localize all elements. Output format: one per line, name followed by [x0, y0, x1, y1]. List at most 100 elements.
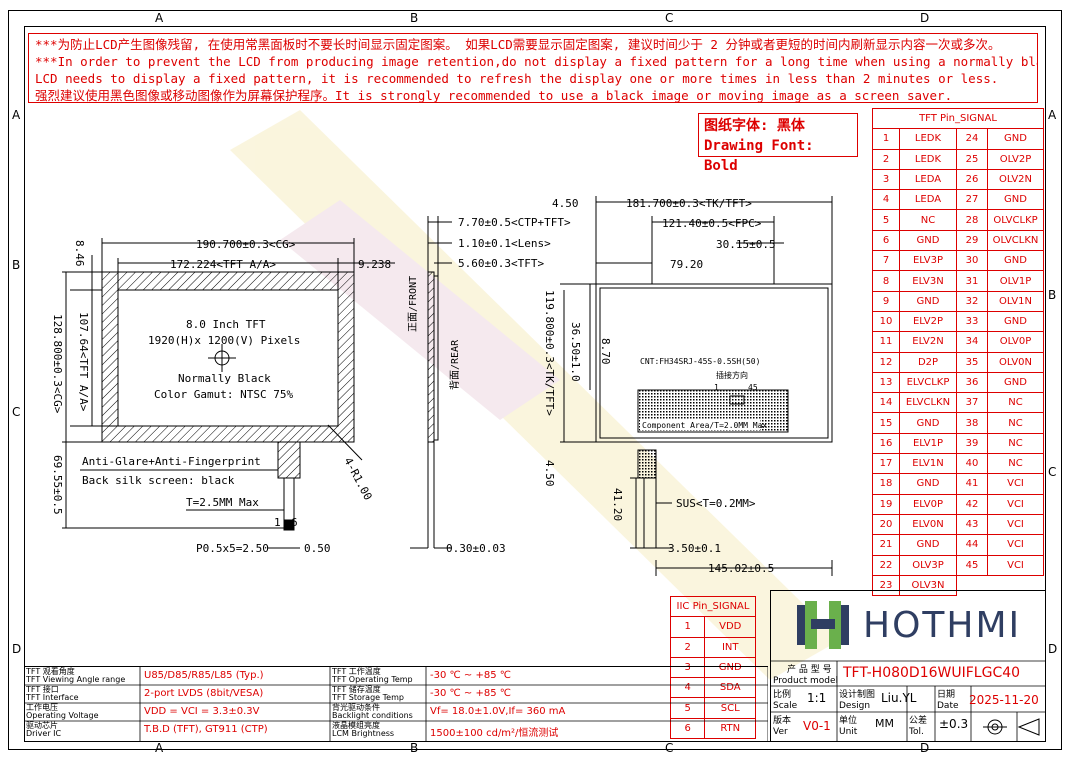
connector-pin1: 1 [714, 383, 719, 392]
row-c-right: C [1048, 465, 1057, 479]
pin-number: 22 [872, 554, 900, 576]
pin-number: 39 [956, 432, 988, 455]
pin-signal: OLVCLKN [987, 229, 1044, 252]
pin-signal: VCI [987, 473, 1044, 495]
fpc-pin-b: 6 [291, 516, 298, 529]
rear-dim-3650: 36.50±1.0 [569, 322, 582, 382]
pin-signal: NC [987, 412, 1044, 434]
pin-signal: OLV2P [987, 148, 1044, 170]
fpc-pin-a: 1 [274, 516, 281, 529]
pin-number: 26 [956, 168, 988, 191]
pin-signal: OLV3P [899, 554, 957, 576]
pin-signal: ELV2N [899, 331, 957, 353]
spec-value: -30 ℃ ~ +85 ℃ [430, 688, 511, 699]
date-value: 2025-11-20 [969, 693, 1039, 707]
pin-signal: NC [987, 432, 1044, 455]
spec-value: 2-port LVDS (8bit/VESA) [144, 688, 264, 699]
tolerance-symbol-icon [983, 718, 1040, 736]
spec-value: U85/D85/R85/L85 (Typ.) [144, 670, 264, 681]
pin-signal: ELV3N [899, 270, 957, 292]
spec-label-zh: TFT 观看角度 [26, 667, 75, 676]
rear-dim-350: 3.50±0.1 [668, 542, 721, 555]
pin-number: 27 [956, 189, 988, 211]
pin-number: 38 [956, 412, 988, 434]
tol-value: ±0.3 [939, 717, 969, 731]
pin-number: 6 [872, 229, 900, 252]
scale-label-zh: 比例 [773, 690, 792, 700]
col-a-bottom: A [155, 741, 164, 755]
pin-number: 45 [956, 554, 988, 576]
spec-label-en: LCM Brightness [332, 729, 395, 738]
pin-signal: VCI [987, 513, 1044, 536]
pin-number: 11 [872, 331, 900, 353]
pin-number: 13 [872, 371, 900, 394]
pin-number: 35 [956, 351, 988, 373]
pin-number: 2 [872, 148, 900, 170]
spec-label-zh: 液晶模组亮度 [332, 721, 380, 730]
pin-signal: ELV3P [899, 250, 957, 272]
unit-value: MM [875, 717, 894, 730]
row-d-left: D [12, 642, 22, 656]
pin-number: 5 [872, 209, 900, 231]
pin-number: 25 [956, 148, 988, 170]
warning-line-4: 强烈建议使用黑色图像或移动图像作为屏幕保护程序。It is strongly r… [35, 88, 953, 103]
pin-number: 7 [872, 250, 900, 272]
side-dim-2: 1.10±0.1<Lens> [458, 237, 551, 250]
spec-label-zh: TFT 接口 [26, 685, 59, 694]
corner-radius: 4-R1.00 [341, 455, 374, 502]
date-label-en: Date [937, 701, 959, 711]
rear-view [560, 196, 833, 576]
pin-signal: GND [899, 473, 957, 495]
row-a-left: A [12, 108, 21, 122]
ver-label-en: Ver [773, 727, 788, 737]
spec-label-zh: 背光驱动条件 [332, 703, 380, 712]
dim-aa-width: 172.224<TFT A/A> [170, 258, 276, 271]
pin-number: 19 [872, 493, 900, 515]
dim-top: 8.46 [73, 240, 86, 267]
component-area-label: Component Area/T=2.0MM Max [642, 421, 767, 430]
pin-signal: NC [987, 453, 1044, 475]
drawing-font-zh: 图纸字体: 黑体 [704, 118, 805, 134]
tol-label-zh: 公差 [909, 716, 928, 726]
fpc-pitch: P0.5x5=2.50 [196, 542, 269, 555]
note-silk: Back silk screen: black [82, 474, 235, 487]
spec-label-zh: TFT 储存温度 [332, 685, 381, 694]
label-mode: Normally Black [178, 372, 271, 385]
pin-number: 28 [956, 209, 988, 231]
pin-number: 16 [872, 432, 900, 455]
col-d-top: D [920, 11, 930, 25]
pin-signal: VCI [987, 493, 1044, 515]
scale-value: 1:1 [807, 691, 827, 705]
unit-label-en: Unit [839, 727, 858, 737]
row-a-right: A [1048, 108, 1057, 122]
row-d-right: D [1048, 642, 1058, 656]
model-label-zh: 产 品 型 号 [787, 665, 832, 675]
spec-label-en: TFT Operating Temp [332, 675, 413, 684]
dim-aa-height: 107.64<TFT A/A> [77, 312, 90, 412]
ver-value: V0-1 [803, 719, 831, 733]
spec-label-en: Operating Voltage [26, 711, 99, 720]
pin-signal: GND [987, 189, 1044, 211]
pin-number: 41 [956, 473, 988, 495]
pin-signal: OLV1N [987, 290, 1044, 312]
pin-signal: ELV1P [899, 432, 957, 455]
pin-number: 42 [956, 493, 988, 515]
unit-label-zh: 单位 [839, 716, 858, 726]
pin-number: 1 [872, 128, 900, 150]
pin-signal: VCI [987, 554, 1044, 576]
side-rear-label: 背面/REAR [448, 339, 461, 390]
drawing-font-en: Drawing Font: Bold [704, 138, 814, 174]
pin-signal: GND [987, 250, 1044, 272]
iic-pin-table-title: IIC Pin_SIGNAL [670, 595, 756, 618]
